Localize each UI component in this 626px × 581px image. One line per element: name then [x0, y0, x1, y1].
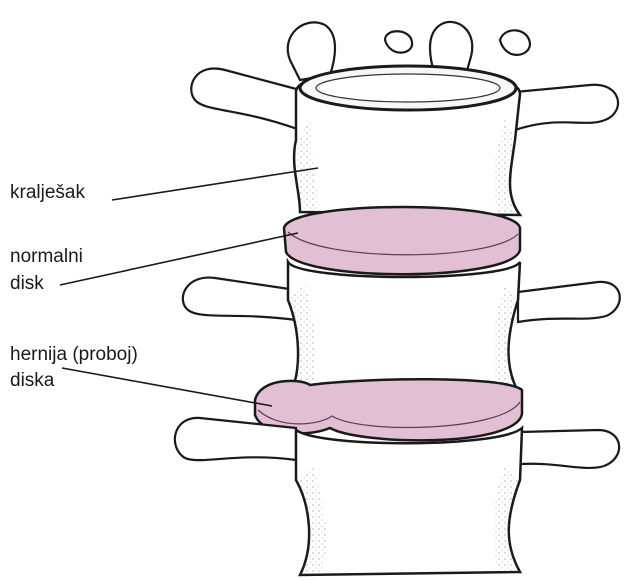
label-herniated-disc-line2: diska [10, 368, 54, 393]
label-vertebra: kralješak [10, 180, 85, 205]
leader-line-herniated-disc [62, 368, 272, 406]
vertebra-top [294, 66, 520, 215]
leader-line-normal-disc [60, 233, 298, 285]
disc-normal [284, 207, 520, 274]
leader-line-vertebra [112, 168, 318, 200]
label-herniated-disc-line1: hernija (proboj) [10, 342, 138, 367]
label-normal-disc-line2: disk [10, 271, 44, 296]
vertebra-bottom [296, 428, 522, 575]
label-normal-disc-line1: normalni [10, 244, 83, 269]
vertebra-middle [288, 262, 520, 395]
